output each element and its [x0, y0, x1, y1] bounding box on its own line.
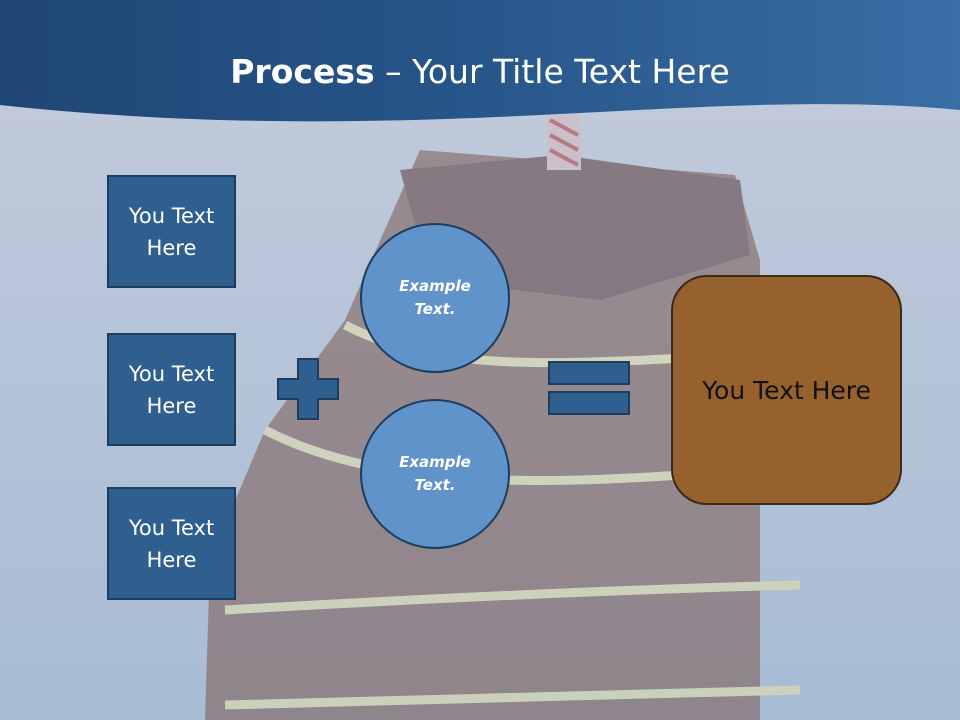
example-circle-2: Example Text.: [360, 399, 510, 549]
example-circle-1: Example Text.: [360, 223, 510, 373]
plus-icon: [277, 358, 339, 420]
equals-icon: [548, 361, 630, 415]
result-box: You Text Here: [671, 275, 902, 505]
title-rest: – Your Title Text Here: [374, 52, 730, 91]
slide-title: Process – Your Title Text Here: [0, 52, 960, 91]
input-box-2: You Text Here: [107, 333, 236, 446]
input-box-1: You Text Here: [107, 175, 236, 288]
header-band: [0, 0, 960, 122]
input-box-3: You Text Here: [107, 487, 236, 600]
title-bold: Process: [230, 52, 375, 91]
